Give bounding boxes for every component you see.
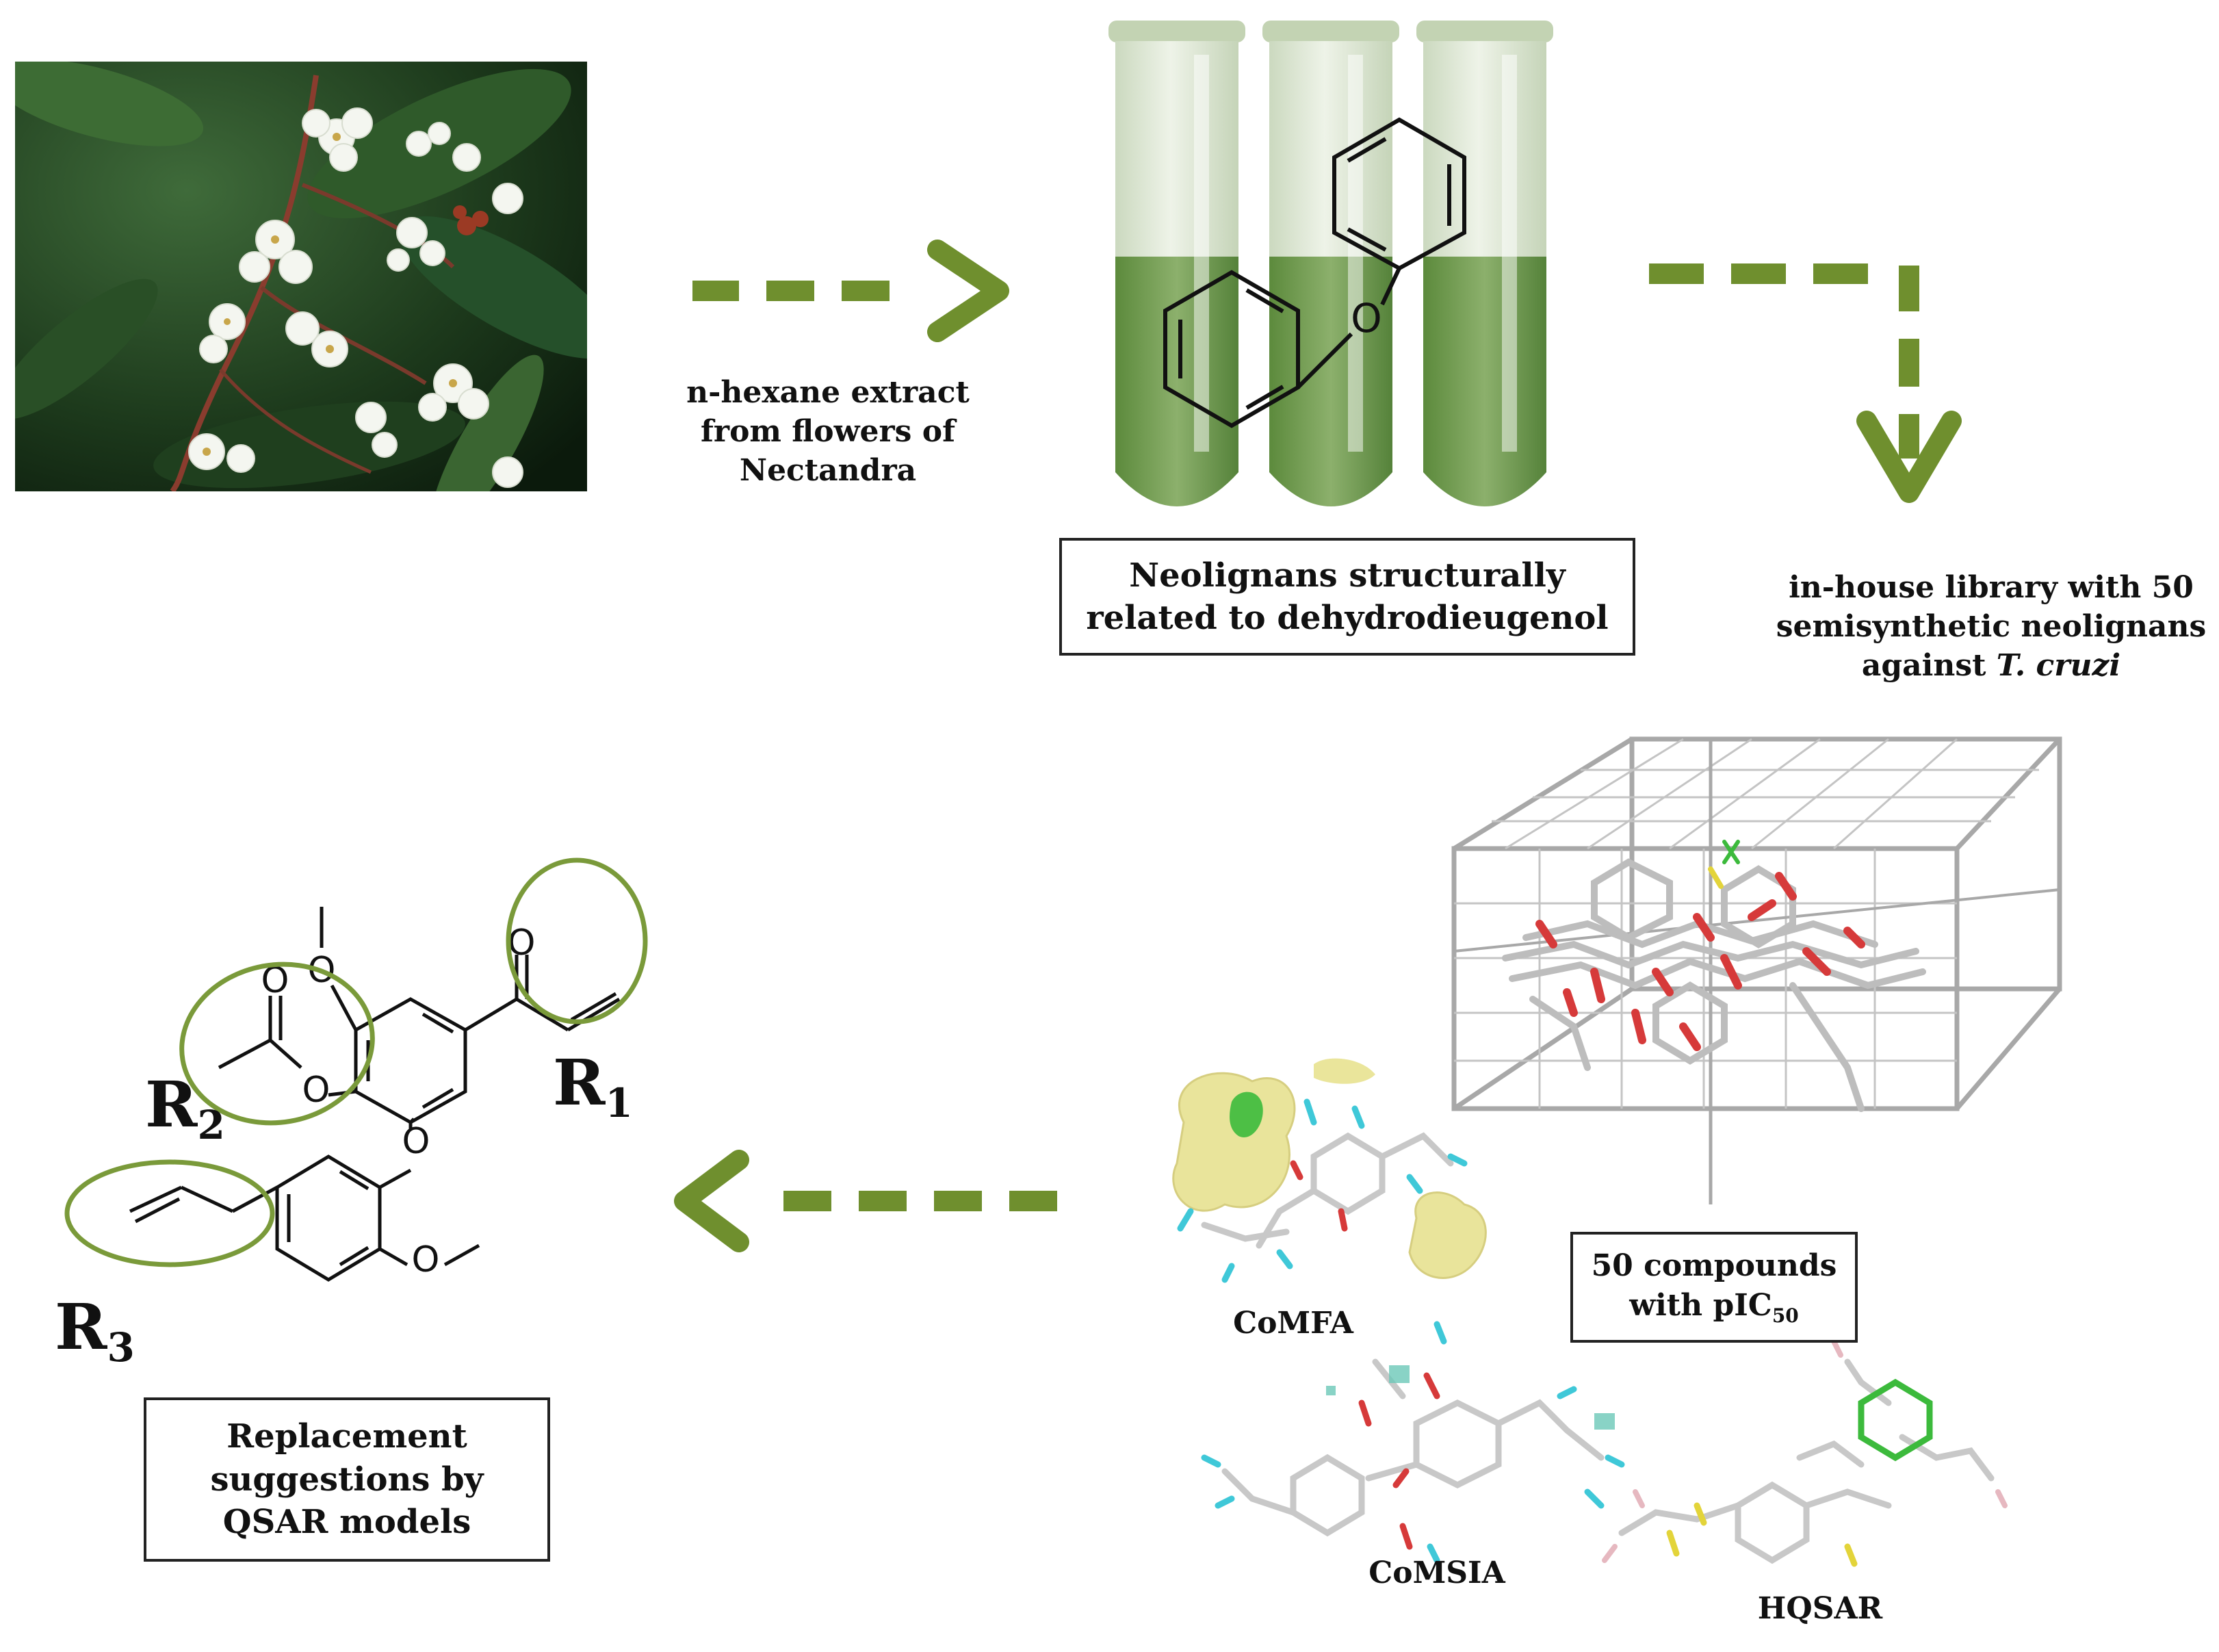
pic-label: with pIC [1629,1287,1772,1323]
box-compounds-line-2: with pIC50 [1629,1286,1799,1328]
hqsar-model [1602,1339,2008,1567]
r1-letter: R [553,1046,606,1120]
test-tubes-icon [1108,21,1553,506]
box-replacement: Replacement suggestions by QSAR models [144,1397,550,1562]
caption-extract-line-2: from flowers of [700,414,956,450]
atom-o-ester: O [302,1070,330,1111]
ether-oxygen-atom: O [1351,295,1382,341]
caption-library-line-2: semisynthetic neolignans [1776,609,2207,645]
ellipse-r2 [179,961,375,1126]
label-r3: R3 [55,1290,135,1371]
diphenyl-ether-structure [1163,117,1466,428]
r3-letter: R [55,1290,107,1364]
flower-photo [15,62,587,491]
caption-library-line-1: in-house library with 50 [1789,570,2194,605]
ellipse-r1 [506,857,648,1024]
label-r1: R1 [553,1046,633,1126]
atom-o-methoxy-bottom: O [412,1239,440,1280]
ellipse-r3 [64,1159,275,1267]
caption-extract-line-3: Nectandra [739,453,917,489]
box-neolignans: Neolignans structurally related to dehyd… [1059,538,1635,656]
r3-subscript: 3 [107,1324,135,1371]
arrow-models-to-structure [674,1150,1057,1252]
caption-library: in-house library with 50 semisynthetic n… [1765,568,2217,686]
box-neolignans-line-1: Neolignans structurally [1129,556,1566,595]
box-replacement-line-2: suggestions by [210,1460,484,1499]
box-compounds: 50 compounds with pIC50 [1570,1232,1858,1343]
library-prefix: against [1861,648,1986,684]
pic-subscript: 50 [1772,1304,1799,1327]
alignment-cube [1451,736,2062,1204]
box-replacement-line-3: QSAR models [222,1503,471,1542]
flower-photo-drawing [15,62,587,491]
aligned-molecules [1502,840,1926,1112]
comfa-model [1172,1058,1487,1283]
atom-o-ether: O [402,1121,430,1162]
ether-bonds [409,1118,415,1124]
caption-extract: n-hexane extract from flowers of Nectand… [657,373,999,491]
label-r2: R2 [145,1068,225,1148]
label-comfa: CoMFA [1233,1306,1353,1341]
box-neolignans-line-2: related to dehydrodieugenol [1086,599,1609,637]
r1-subscript: 1 [605,1080,633,1126]
lead-structure [129,907,621,1282]
label-comsia: CoMSIA [1368,1556,1505,1590]
caption-extract-line-1: n-hexane extract [686,375,970,410]
box-compounds-line-1: 50 compounds [1591,1248,1837,1284]
arrow-extract-to-tubes [692,240,1009,342]
comsia-model [1201,1321,1625,1564]
label-hqsar: HQSAR [1757,1591,1883,1626]
arrow-tubes-to-library [1649,263,1962,503]
box-replacement-line-1: Replacement [226,1417,467,1456]
r2-subscript: 2 [197,1102,225,1148]
library-organism: T. cruzi [1996,648,2121,684]
caption-library-line-3: against T. cruzi [1765,646,2217,685]
r2-letter: R [145,1068,198,1141]
